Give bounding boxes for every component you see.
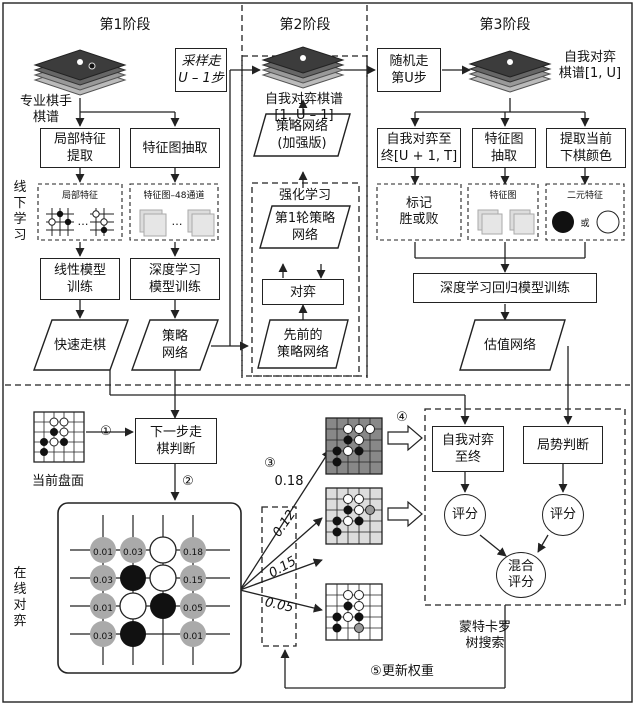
grid-value: 0.03 xyxy=(92,632,114,642)
mcts-selfplay-box: 自我对弈 至终 xyxy=(432,426,504,472)
deep-training-box: 深度学习 模型训练 xyxy=(130,258,220,300)
online-play-label: 在线对弈 xyxy=(13,566,27,629)
rl-label: 强化学习 xyxy=(278,188,331,203)
stage3-title: 第3阶段 xyxy=(479,17,531,33)
grid-value: 0.01 xyxy=(92,604,114,614)
ellipsis-1: … xyxy=(77,215,89,228)
ellipsis-2: … xyxy=(171,215,183,228)
step2-marker: ② xyxy=(182,474,194,489)
stage1-title: 第1阶段 xyxy=(99,17,151,33)
score-left: 评分 xyxy=(444,494,486,536)
previous-policy-label: 先前的 策略网络 xyxy=(276,328,329,360)
feature-map-caption: 特征图–48通道 xyxy=(143,191,205,201)
linear-training-box: 线性模型 训练 xyxy=(40,258,120,300)
selfplay-records-u1-label: 自我对弈棋谱 [1, U – 1] xyxy=(264,92,343,123)
offline-learning-label: 线下学习 xyxy=(13,180,27,243)
mcts-label: 蒙特卡罗 树搜索 xyxy=(458,620,511,651)
next-move-box: 下一步走 棋判断 xyxy=(135,418,217,464)
grid-value: 0.15 xyxy=(182,576,204,586)
random-move-box: 随机走 第U步 xyxy=(377,48,441,92)
step3-marker: ③ xyxy=(264,456,276,471)
mixed-score: 混合 评分 xyxy=(496,552,546,598)
selfplay-records-u-label: 自我对弈 棋谱[1, U] xyxy=(558,50,622,81)
value-net-shape xyxy=(459,319,566,371)
mcts-frame xyxy=(424,408,626,606)
current-board xyxy=(33,411,85,463)
mark-win-loss-label: 标记 胜或败 xyxy=(399,196,439,227)
candidate-board-3 xyxy=(325,583,383,641)
policy-enhanced-label: 策略网络 (加强版) xyxy=(275,119,328,151)
situation-box: 局势判断 xyxy=(523,426,603,464)
local-feature-caption: 局部特征 xyxy=(61,191,98,201)
feature-extract-box: 特征图 抽取 xyxy=(472,128,536,168)
grid-value: 0.01 xyxy=(182,632,204,642)
feature-caption: 特征图 xyxy=(489,191,517,201)
board-stack-3 xyxy=(468,50,552,93)
extract-color-box: 提取当前 下棋颜色 xyxy=(546,128,626,168)
board-stack-1 xyxy=(33,49,127,96)
regression-training-box: 深度学习回归模型训练 xyxy=(413,273,597,303)
grid-value: 0.03 xyxy=(92,576,114,586)
grid-value: 0.03 xyxy=(122,548,144,558)
round1-policy-label: 第1轮策略 网络 xyxy=(274,211,336,243)
rl-frame xyxy=(251,182,360,377)
selfplay-to-end-box: 自我对弈至 终[U + 1, T] xyxy=(377,128,461,168)
fast-move-label: 快速走棋 xyxy=(53,337,106,353)
step4-marker: ④ xyxy=(396,410,408,425)
pro-records-label: 专业棋手 棋谱 xyxy=(19,94,72,125)
candidate-board-1 xyxy=(325,417,383,475)
grid-value: 0.18 xyxy=(182,548,204,558)
or-label: 或 xyxy=(580,219,590,229)
feature-map-extract-box: 特征图抽取 xyxy=(130,128,220,168)
score-right: 评分 xyxy=(542,494,584,536)
policy-net-shape xyxy=(131,319,219,371)
local-feature-extract-box: 局部特征 提取 xyxy=(40,128,120,168)
grid-value: 0.01 xyxy=(92,548,114,558)
policy-net-label: 策略 网络 xyxy=(161,329,188,361)
update-weights-label: ⑤更新权重 xyxy=(370,664,434,679)
play-box: 对弈 xyxy=(262,279,344,305)
prob-top: 0.18 xyxy=(274,474,304,489)
big-board xyxy=(57,502,242,674)
sample-box: 采样走 U – 1步 xyxy=(175,48,227,92)
step1-marker: ① xyxy=(100,424,112,439)
board-stack-2 xyxy=(261,46,345,89)
value-net-label: 估值网络 xyxy=(483,337,536,353)
fast-move-shape xyxy=(33,319,129,371)
candidate-board-2 xyxy=(325,487,383,545)
binary-feature-caption: 二元特征 xyxy=(566,191,603,201)
grid-value: 0.05 xyxy=(182,604,204,614)
current-board-label: 当前盘面 xyxy=(31,474,84,489)
stage2-title: 第2阶段 xyxy=(279,17,331,33)
